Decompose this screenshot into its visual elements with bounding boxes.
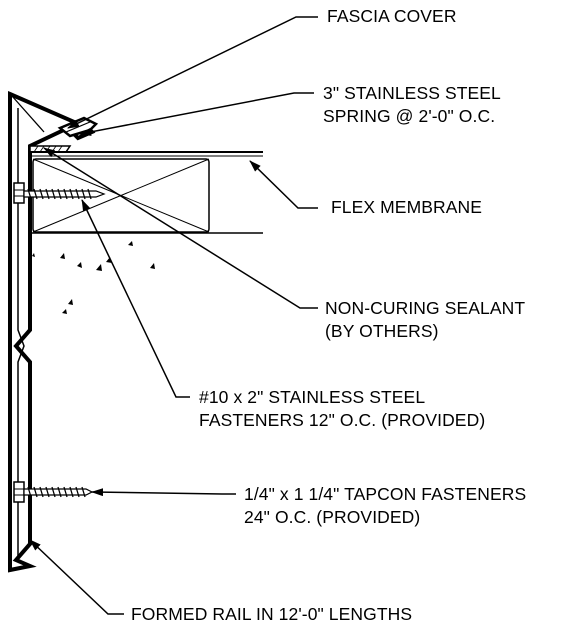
label-flex-membrane-text: FLEX MEMBRANE	[331, 197, 483, 217]
stainless-fastener	[13, 182, 106, 204]
label-stainless-fasteners-line2: FASTENERS 12" O.C. (PROVIDED)	[199, 410, 486, 430]
label-tapcon-line2: 24" O.C. (PROVIDED)	[244, 507, 421, 527]
label-stainless-fasteners-line1: #10 x 2" STAINLESS STEEL	[199, 387, 426, 407]
label-spring: 3" STAINLESS STEEL SPRING @ 2'-0" O.C.	[323, 82, 501, 128]
label-spring-line1: 3" STAINLESS STEEL	[323, 83, 501, 103]
label-formed-rail: FORMED RAIL IN 12'-0" LENGTHS	[131, 603, 412, 626]
leader-tapcon	[91, 488, 236, 497]
label-sealant: NON-CURING SEALANT (BY OTHERS)	[325, 297, 525, 343]
label-spring-line2: SPRING @ 2'-0" O.C.	[323, 106, 496, 126]
label-sealant-line1: NON-CURING SEALANT	[325, 298, 526, 318]
leader-spring-diag	[11, 95, 45, 133]
leader-spring	[79, 92, 314, 136]
label-tapcon-line1: 1/4" x 1 1/4" TAPCON FASTENERS	[244, 484, 527, 504]
concrete-hatch	[32, 241, 155, 314]
label-sealant-line2: (BY OTHERS)	[325, 321, 439, 341]
label-stainless-fasteners: #10 x 2" STAINLESS STEEL FASTENERS 12" O…	[199, 386, 485, 432]
label-fascia-cover: FASCIA COVER	[327, 5, 457, 28]
label-formed-rail-text: FORMED RAIL IN 12'-0" LENGTHS	[131, 604, 413, 624]
rail-inner-face	[17, 108, 25, 560]
leader-sealant	[43, 147, 318, 309]
leader-fascia-cover	[67, 16, 318, 129]
label-flex-membrane: FLEX MEMBRANE	[331, 196, 482, 219]
leader-flex-membrane	[249, 160, 318, 209]
label-tapcon: 1/4" x 1 1/4" TAPCON FASTENERS 24" O.C. …	[244, 483, 526, 529]
tapcon-fastener	[13, 481, 94, 503]
label-fascia-cover-text: FASCIA COVER	[327, 6, 457, 26]
leader-formed-rail	[29, 539, 124, 615]
leader-stainless-fasteners	[81, 199, 190, 398]
